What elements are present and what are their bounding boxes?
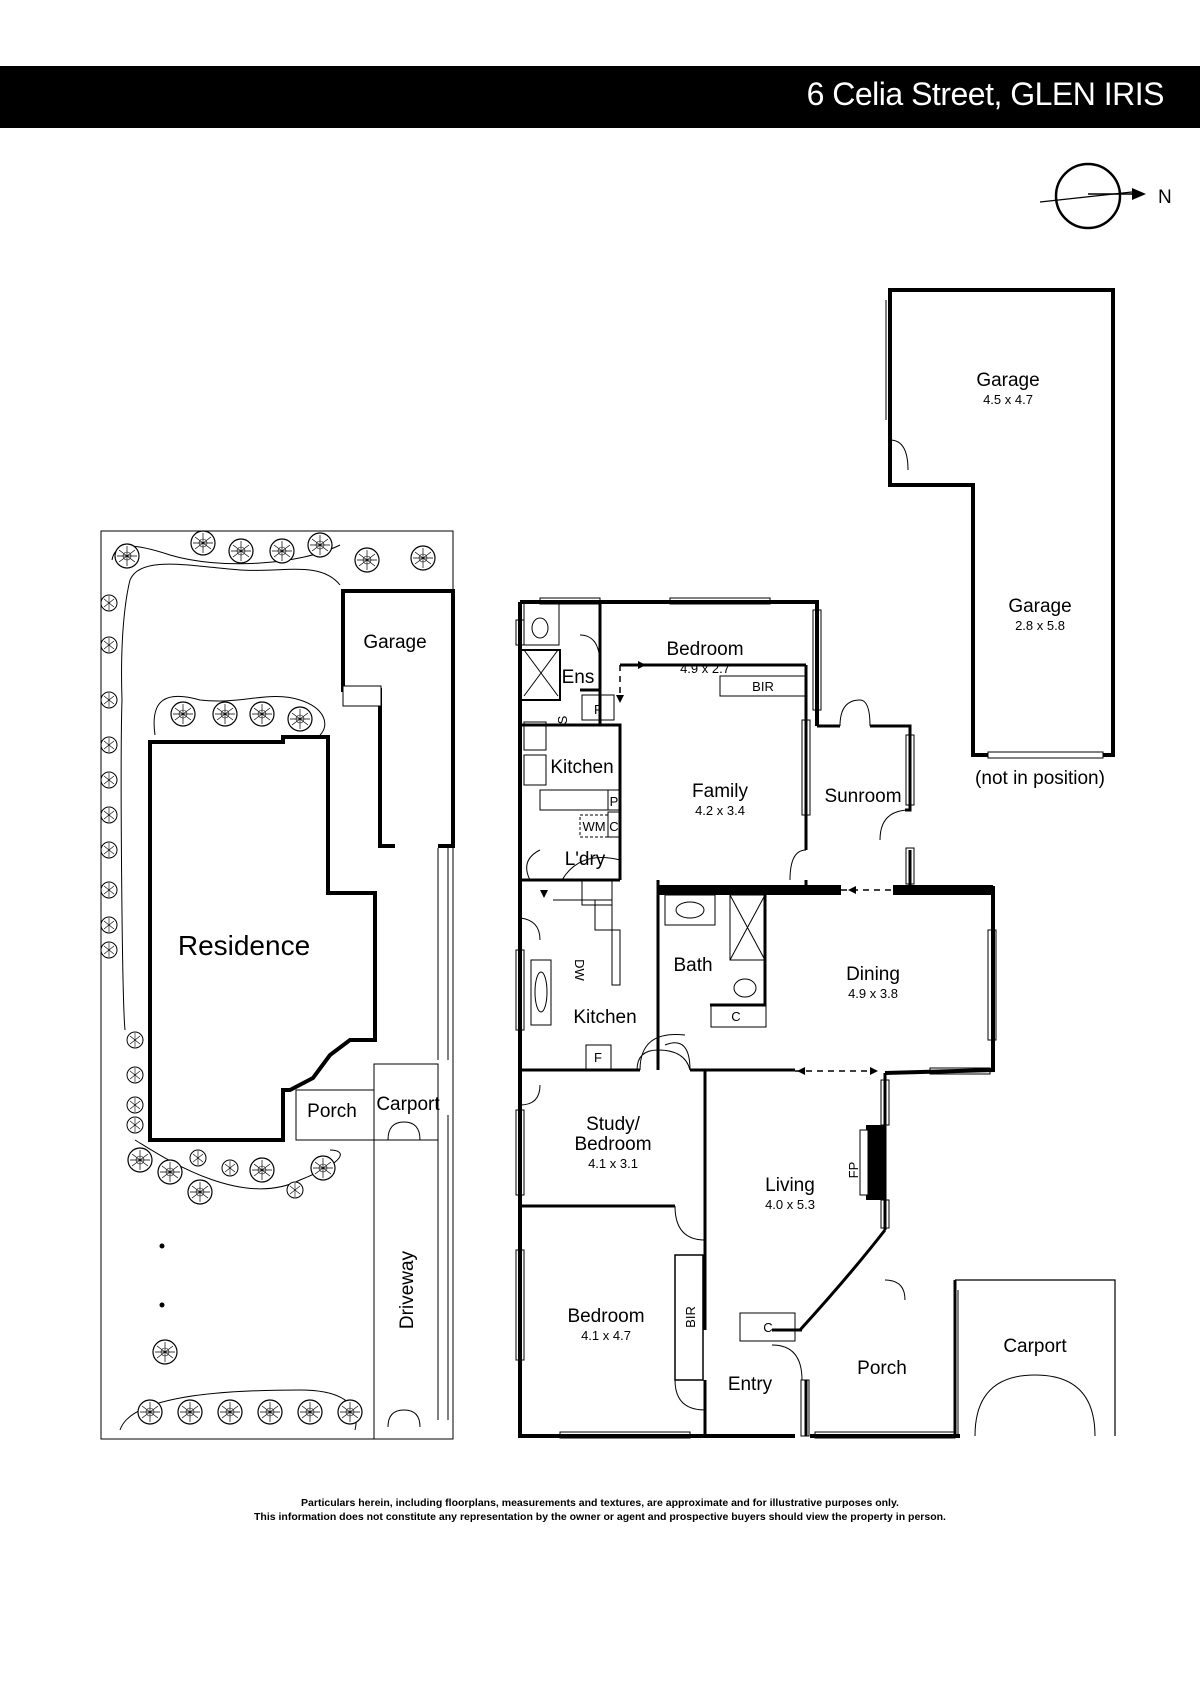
dining-name: Dining <box>846 964 900 985</box>
fixture-fp: FP <box>846 1162 861 1179</box>
kitchen1-name: Kitchen <box>550 757 613 778</box>
site-porch-label: Porch <box>307 1101 357 1122</box>
disclaimer-line-1: Particulars herein, including floorplans… <box>301 1497 899 1509</box>
garage-b-name: Garage <box>1008 596 1071 617</box>
entry-name: Entry <box>728 1374 773 1395</box>
family-name: Family <box>692 781 748 802</box>
main-floor-plan <box>515 597 1116 1439</box>
bir1-label: BIR <box>752 679 774 694</box>
page-title: 6 Celia Street, GLEN IRIS <box>806 76 1165 112</box>
compass: N <box>1039 162 1172 230</box>
garage-b-dims: 2.8 x 5.8 <box>1015 618 1065 633</box>
fixture-c1: C <box>609 819 618 834</box>
garage-a-name: Garage <box>976 370 1039 391</box>
compass-north-label: N <box>1158 187 1172 208</box>
study-dims: 4.1 x 3.1 <box>588 1156 638 1171</box>
bedroom2-name: Bedroom <box>567 1306 644 1327</box>
site-plan: Garage Residence Porch Carport Driveway <box>100 530 455 1440</box>
family-dims: 4.2 x 3.4 <box>695 803 745 818</box>
ens-name: Ens <box>562 667 595 688</box>
site-garage-label: Garage <box>363 632 426 653</box>
disclaimer: Particulars herein, including floorplans… <box>0 1496 1200 1524</box>
fixture-dw: DW <box>572 959 587 981</box>
garage-a-dims: 4.5 x 4.7 <box>983 392 1033 407</box>
living-name: Living <box>765 1175 815 1196</box>
porch-name: Porch <box>857 1358 907 1379</box>
bath-name: Bath <box>673 955 712 976</box>
detached-garage: Garage 4.5 x 4.7 Garage 2.8 x 5.8 (not i… <box>885 288 1115 789</box>
dining-dims: 4.9 x 3.8 <box>848 986 898 1001</box>
garage-note: (not in position) <box>975 768 1105 789</box>
site-residence-label: Residence <box>178 930 310 961</box>
sunroom-name: Sunroom <box>824 786 901 807</box>
fixture-s: S <box>555 715 570 724</box>
study-name2: Bedroom <box>574 1134 651 1155</box>
disclaimer-line-2: This information does not constitute any… <box>254 1511 946 1523</box>
bedroom2-dims: 4.1 x 4.7 <box>581 1328 631 1343</box>
fixture-c3: C <box>763 1320 772 1335</box>
site-driveway-label: Driveway <box>397 1250 418 1329</box>
bedroom1-name: Bedroom <box>666 639 743 660</box>
bir2-label: BIR <box>683 1306 698 1328</box>
living-dims: 4.0 x 5.3 <box>765 1197 815 1212</box>
fixture-f1: F <box>594 702 602 717</box>
site-carport-label: Carport <box>376 1094 440 1115</box>
kitchen2-name: Kitchen <box>573 1007 636 1028</box>
laundry-name: L'dry <box>565 849 606 870</box>
fixture-f2: F <box>594 1050 602 1065</box>
bedroom1-dims: 4.9 x 2.7 <box>680 661 730 676</box>
header-bar: 6 Celia Street, GLEN IRIS <box>0 66 1200 128</box>
carport-name: Carport <box>1003 1336 1067 1357</box>
study-name1: Study/ <box>586 1114 641 1135</box>
fixture-p: P <box>610 794 619 809</box>
fixture-wm: WM <box>582 819 605 834</box>
room-labels: Bedroom 4.9 x 2.7 Ens BIR Kitchen Family… <box>550 639 1067 1395</box>
fixture-c2: C <box>731 1009 740 1024</box>
